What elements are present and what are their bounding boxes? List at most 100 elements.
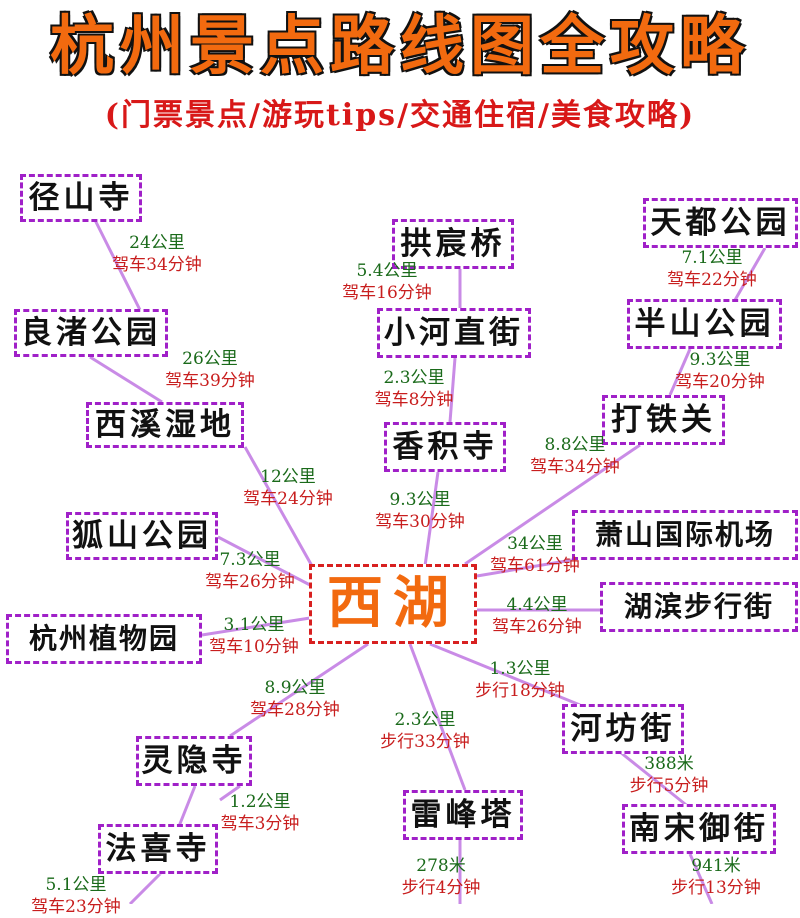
node-jingshan: 径山寺 [20,174,142,222]
node-liangzhu: 良渚公园 [14,309,168,357]
route-label-hefang-nansong: 388米步行5分钟 [630,753,709,797]
node-lingyin: 灵隐寺 [136,736,252,786]
route-label-xihu-hefang: 1.3公里步行18分钟 [475,658,565,702]
route-label-xiaohe-xiangji: 2.3公里驾车8分钟 [375,367,454,411]
route-time: 驾车24分钟 [243,489,333,509]
route-line-15 [476,558,573,578]
node-xixi: 西溪湿地 [86,402,244,448]
route-label-liangzhu-xixi: 26公里驾车39分钟 [165,348,255,392]
route-distance: 34公里 [507,534,563,554]
route-label-leifeng-next: 278米步行4分钟 [402,855,481,899]
node-leifeng: 雷峰塔 [403,790,523,840]
route-distance: 8.9公里 [264,678,326,698]
route-line-18 [408,643,467,791]
route-distance: 24公里 [129,233,185,253]
node-hefang: 河坊街 [562,704,684,754]
route-line-5 [229,642,369,738]
node-tiandu: 天都公园 [643,198,798,248]
route-line-14 [464,443,641,566]
page-subtitle: (门票景点/游玩tips/交通住宿/美食攻略) [104,98,696,133]
route-label-gushan-xihu: 7.3公里驾车26分钟 [205,549,295,593]
route-label-lingyin-xihu: 8.9公里驾车28分钟 [250,677,340,721]
route-line-0 [93,219,142,311]
route-distance: 2.3公里 [383,368,445,388]
route-line-2 [243,446,314,567]
node-zhiwuyuan: 杭州植物园 [6,614,202,664]
route-distance: 26公里 [182,349,238,369]
route-label-faxi-next: 5.1公里驾车23分钟 [31,874,121,918]
route-distance: 7.1公里 [681,248,743,268]
route-label-xiangji-xihu: 9.3公里驾车30分钟 [375,489,465,533]
route-time: 驾车26分钟 [492,617,582,637]
route-label-banshan-datieguan: 9.3公里驾车20分钟 [675,349,765,393]
node-xihu: 西湖 [309,564,477,644]
route-distance: 5.4公里 [356,261,418,281]
route-distance: 941米 [691,856,741,876]
route-line-13 [668,348,692,396]
route-line-7 [219,784,241,802]
route-distance: 8.8公里 [544,435,606,455]
route-distance: 9.3公里 [389,490,451,510]
route-line-12 [733,247,767,301]
route-line-11 [423,471,440,567]
route-time: 驾车20分钟 [675,372,765,392]
route-label-jingshan-liangzhu: 24公里驾车34分钟 [112,232,202,276]
route-time: 驾车3分钟 [220,814,300,834]
route-time: 驾车22分钟 [667,270,757,290]
route-line-3 [217,535,311,587]
route-distance: 5.1公里 [45,875,107,895]
node-xiaoshan: 萧山国际机场 [572,510,798,560]
route-time: 驾车30分钟 [375,512,465,532]
page-title: 杭州景点路线图全攻略 [50,10,750,84]
route-time: 驾车8分钟 [374,390,454,410]
route-label-nansong-next: 941米步行13分钟 [671,855,761,899]
node-banshan: 半山公园 [627,299,782,349]
route-label-xiaoshan-xihu: 34公里驾车61分钟 [490,533,580,577]
route-label-xihu-leifeng: 2.3公里步行33分钟 [380,709,470,753]
route-time: 驾车39分钟 [165,371,255,391]
node-faxi: 法喜寺 [98,824,218,874]
route-line-10 [448,357,457,423]
route-line-21 [688,853,714,904]
route-label-hubin-xihu: 4.4公里驾车26分钟 [492,594,582,638]
route-time: 驾车10分钟 [209,637,299,657]
route-time: 驾车34分钟 [530,457,620,477]
route-line-17 [429,642,581,707]
route-time: 步行18分钟 [475,681,565,701]
route-line-8 [128,872,162,904]
route-label-zhiwuyuan-xihu: 3.1公里驾车10分钟 [209,614,299,658]
route-label-datieguan-xihu: 8.8公里驾车34分钟 [530,434,620,478]
route-distance: 12公里 [260,467,316,487]
node-datieguan: 打铁关 [602,395,725,445]
route-label-xixi-xihu: 12公里驾车24分钟 [243,466,333,510]
route-time: 步行13分钟 [671,878,761,898]
node-xiangji: 香积寺 [384,422,506,472]
route-time: 驾车26分钟 [205,572,295,592]
route-label-faxi-lingyin: 1.2公里驾车3分钟 [221,791,300,835]
route-distance: 1.3公里 [489,659,551,679]
route-time: 驾车16分钟 [342,283,432,303]
route-distance: 1.2公里 [229,792,291,812]
route-distance: 388米 [644,754,694,774]
route-time: 步行5分钟 [629,776,709,796]
route-distance: 3.1公里 [223,615,285,635]
route-time: 步行4分钟 [401,878,481,898]
route-distance: 9.3公里 [689,350,751,370]
route-time: 驾车23分钟 [31,897,121,917]
node-gongchen: 拱宸桥 [392,219,514,269]
node-gushan: 狐山公园 [66,512,218,560]
route-line-1 [89,355,163,404]
route-distance: 4.4公里 [506,595,568,615]
route-label-tiandu-banshan: 7.1公里驾车22分钟 [667,247,757,291]
route-distance: 278米 [416,856,466,876]
route-time: 驾车28分钟 [250,700,340,720]
route-distance: 7.3公里 [219,550,281,570]
node-xiaohe: 小河直街 [377,308,531,358]
route-line-19 [619,750,691,810]
node-nansong: 南宋御街 [622,804,776,854]
route-line-4 [201,616,311,637]
route-time: 步行33分钟 [380,732,470,752]
route-time: 驾车61分钟 [490,556,580,576]
route-time: 驾车34分钟 [112,255,202,275]
route-label-gongchen-xiaohe: 5.4公里驾车16分钟 [342,260,432,304]
